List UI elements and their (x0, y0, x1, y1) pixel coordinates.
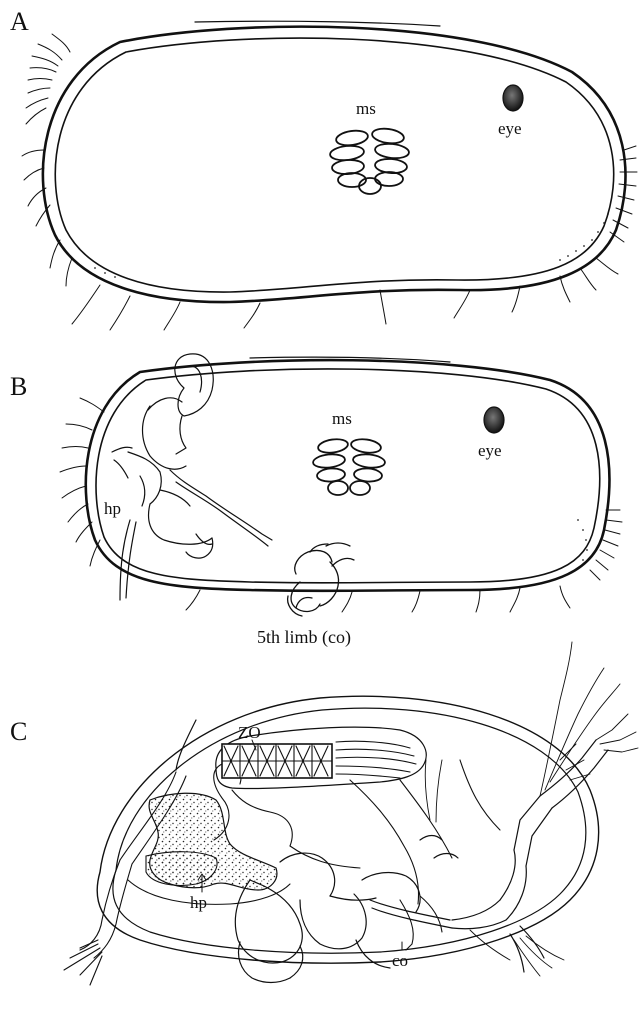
label-eye-b: eye (478, 441, 502, 460)
hinge-line-a (195, 21, 440, 26)
label-hp-c: hp (190, 893, 207, 912)
label-zo-c: ZO (238, 723, 261, 742)
hemipenis-b (112, 354, 272, 600)
label-hp-b: hp (104, 499, 121, 518)
copulatory-organ-c (400, 896, 442, 950)
label-eye-a: eye (498, 119, 522, 138)
eye-spot-a (503, 85, 523, 111)
panel-label-c: C (10, 717, 27, 746)
panel-b: B (10, 354, 622, 648)
label-ms-a: ms (356, 99, 376, 118)
body-structures-c (64, 760, 500, 985)
marginal-dots-b (577, 519, 588, 561)
label-ms-b: ms (332, 409, 352, 428)
marginal-dots-a (94, 213, 609, 278)
panel-a: A (10, 7, 637, 330)
panel-c: C hp ZO (10, 642, 638, 985)
panel-label-a: A (10, 7, 29, 36)
eye-spot-b (484, 407, 504, 433)
carapace-inner-line-b (96, 369, 600, 583)
muscle-scars-b (312, 437, 385, 495)
muscle-scars-a (329, 127, 409, 194)
label-co-c: co (392, 951, 408, 970)
carapace-outline-b (86, 360, 610, 591)
fifth-limb-b (288, 543, 354, 616)
caption-fifth-limb: 5th limb (co) (257, 627, 351, 648)
panel-label-b: B (10, 372, 27, 401)
